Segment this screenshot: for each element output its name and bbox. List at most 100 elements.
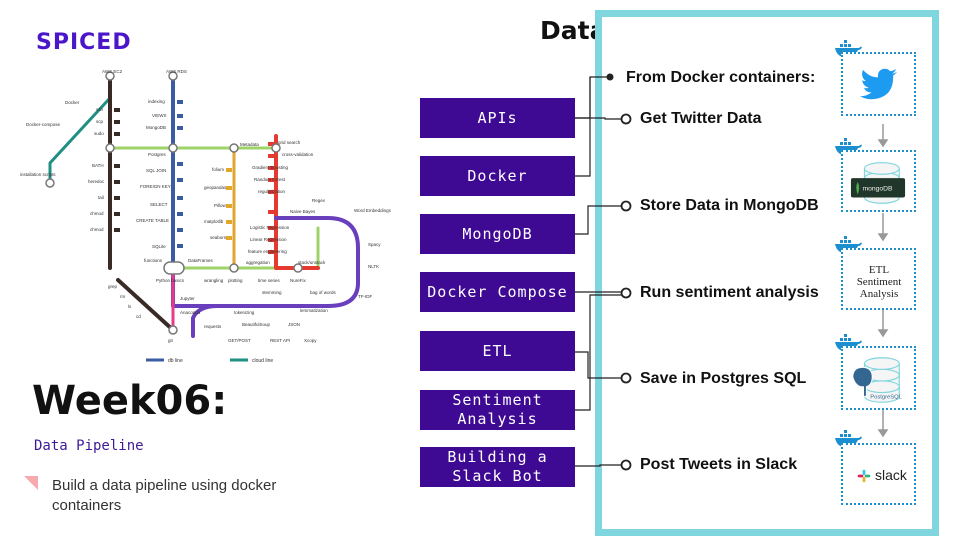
step-save-postgres: Save in Postgres SQL [640,370,807,387]
station-pillow: Pillow [214,203,227,208]
topic-apis: APIs [420,98,575,138]
station-anaconda: Anaconda [180,310,201,315]
station-metadata: Metadata [240,142,259,147]
station-sqlite: SQLite [152,244,166,249]
station-geopandas: geopandas [204,185,227,190]
postgres-service: PostgreSQL [841,346,916,410]
station-naive-bayes: Naive Bayes [290,209,316,214]
station-git: git [168,338,174,343]
spiced-logo: SPICED [36,30,132,55]
mongodb-service: mongoDB [841,150,916,212]
legend-cloud-line: cloud line [252,358,273,364]
station-postgres: Postgres [148,152,167,157]
week-description: Build a data pipeline using docker conta… [52,477,277,514]
station-folium: folium [212,167,224,172]
station-matplotlib: matplotlib [204,219,224,224]
slack-logo-icon [857,469,871,483]
station-random-forest: Random Forest [254,177,286,182]
station-stacking: stack/unstack [298,260,326,265]
etl-label: ETL Sentiment Analysis [856,264,902,300]
station-indexing: indexing [148,99,165,104]
ml-line [274,134,320,270]
station-lemmatization: lemmatization [300,308,328,313]
station-rm: rm [120,294,125,299]
station-ls: ls [128,304,132,309]
station-regularization: regularization [258,189,286,194]
twitter-bird-icon [860,68,897,100]
station-tf-idf: TF-IDF [358,294,372,299]
station-get-post: GET/POST [228,338,251,343]
station-requests: requests [204,324,222,329]
station-installation: installation scripts [20,172,56,177]
step-from-docker-containers: From Docker containers: [626,69,816,86]
topic-docker-compose: Docker Compose [420,272,575,312]
legend-db-line: db line [168,358,183,364]
topic-etl: ETL [420,331,575,371]
station-rest-api: REST API [270,338,290,343]
station-nltk: NLTK [368,264,379,269]
station-ssh: ssh [96,107,104,112]
station-word-embeddings: Word Embeddings [354,208,392,213]
slack-label: slack [875,467,907,483]
station-time-series: time series [258,278,281,283]
station-select: SELECT [150,202,168,207]
station-sql-join: SQL JOIN [146,168,166,173]
station-wrangling: wrangling [204,278,224,283]
bullet-triangle-icon [24,476,38,490]
step-post-slack: Post Tweets in Slack [640,456,798,473]
station-python-basics: Python basics [156,278,185,283]
station-seaborn: seaborn [210,235,227,240]
station-scp: scp [96,119,104,124]
database-stack-icon: mongoDB [850,162,906,204]
station-stemming: stemming [262,290,282,295]
station-cross-validation: cross-validation [282,152,314,157]
station-create-table: CREATE TABLE [136,218,169,223]
station-jupyter: Jupyter [180,296,195,301]
station-cd: cd [136,314,141,319]
station-docker: Docker [65,100,80,105]
station-bag-of-words: bag of words [310,290,337,295]
topic-docker: Docker [420,156,575,196]
station-views: VIEWS [152,113,167,118]
station-spacy: Spacy [368,242,381,247]
station-tail: tail [98,195,104,200]
station-logistic-regression: Logistic Regression [250,225,290,230]
station-sudo: sudo [94,131,104,136]
station-aws-rds: AWS RDS [166,69,187,74]
station-bash: BATH [92,163,104,168]
elephant-icon [852,366,873,397]
postgres-stack-icon: PostgreSQL [852,357,903,403]
week-subtitle: Data Pipeline [34,438,144,454]
step-run-sentiment: Run sentiment analysis [640,284,819,301]
topic-mongodb: MongoDB [420,214,575,254]
station-chmod: chmod [90,211,104,216]
station-json: JSON [288,322,300,327]
curriculum-metro-map: AWS EC2 AWS RDS Docker Docker-compose in… [20,69,392,364]
slack-service: slack [841,443,916,505]
station-aggregation: aggregation [246,260,270,265]
station-linear-regression: Linear Regression [250,237,287,242]
shell-line [116,278,175,332]
station-grid-search: grid search [278,140,301,145]
station-functions: functions [144,258,163,263]
step-get-twitter-data: Get Twitter Data [640,110,762,127]
postgres-label: PostgreSQL [870,394,902,400]
station-feature-engineering: feature engineering [248,249,287,254]
station-dataframes: DataFrames [188,258,214,263]
station-gradient-boosting: Gradient Boosting [252,165,289,170]
station-grep: grep [108,284,118,289]
station-beautifulsoup: BeautifulSoup [242,322,271,327]
step-store-mongodb: Store Data in MongoDB [640,197,819,214]
station-docker-compose: Docker-compose [26,122,61,127]
station-regex: Regex [312,198,326,203]
station-chmodx: chmod [90,227,104,232]
etl-service: ETL Sentiment Analysis [841,248,916,310]
station-xcopy: Xcopy [304,338,317,343]
station-plotting: plotting [228,278,243,283]
nlp-line [171,216,360,338]
station-nurefix: NureFix [290,278,307,283]
station-tokenizing: tokenizing [234,310,255,315]
topic-slack-bot: Building a Slack Bot [420,447,575,487]
station-aws-ec2: AWS EC2 [102,69,123,74]
station-mongodb: MongoDB [146,125,166,130]
